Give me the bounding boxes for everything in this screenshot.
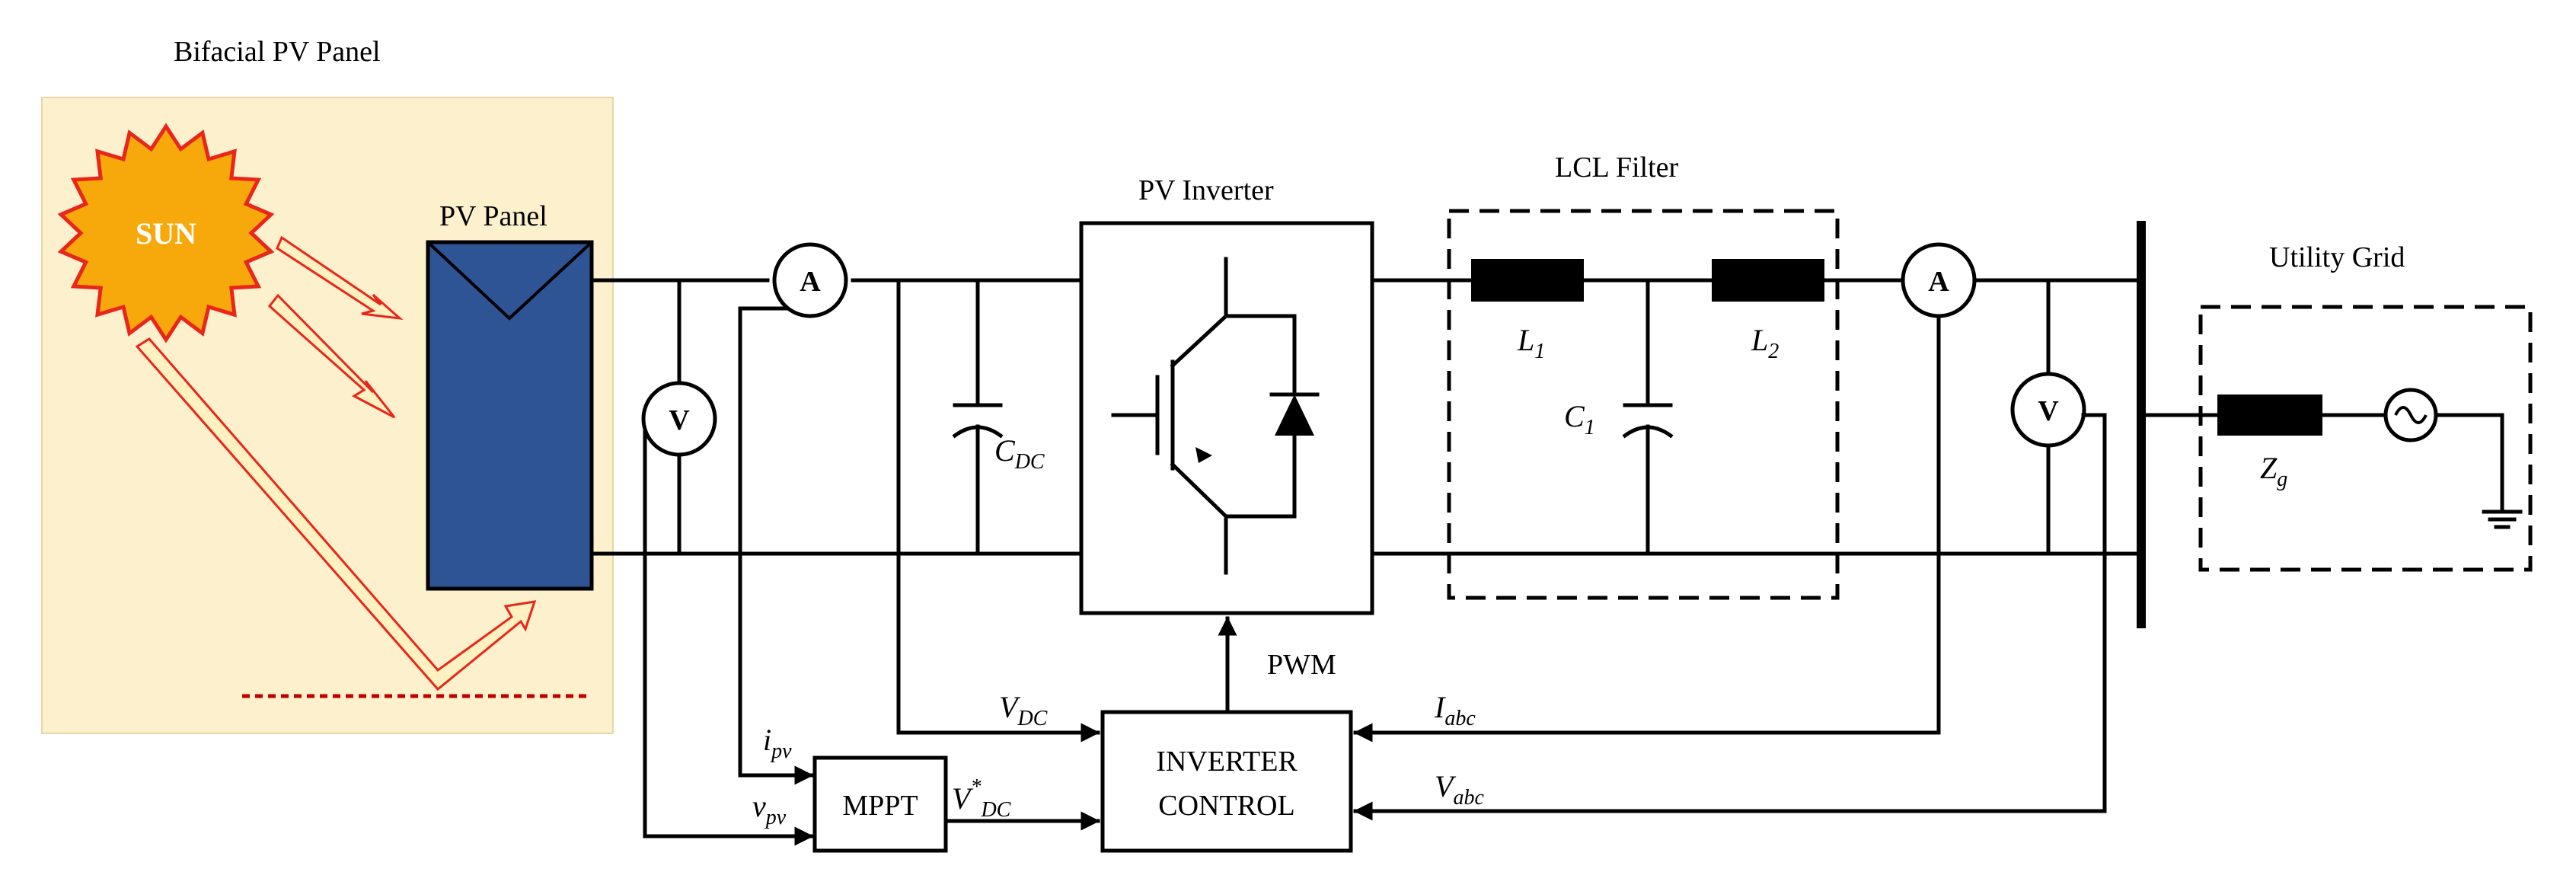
mppt-label: MPPT [842,790,918,822]
ipv-main: i [763,723,771,757]
lcl-filter-box [1447,209,1840,600]
iabc-sub: abc [1444,707,1476,730]
iabc-main: I [1434,690,1446,724]
pwm-label: PWM [1267,649,1336,681]
utility-grid-label: Utility Grid [2269,241,2405,273]
svg-text:V*DC: V*DC [952,775,1011,822]
svg-text:CDC: CDC [994,433,1045,474]
c1-sub: 1 [1585,416,1595,439]
ac-source-icon [2383,388,2504,514]
ammeter-1-label: A [800,266,821,298]
pv-panel-label: PV Panel [439,200,547,232]
ground-icon [2482,509,2523,529]
l1-main: L [1517,323,1534,357]
svg-text:Vabc: Vabc [1435,769,1484,810]
sun-label: SUN [136,216,196,251]
capacitor-icon: C1 [1564,399,1674,439]
control-wiring [643,306,2107,846]
cdc-main: C [994,433,1016,468]
svg-text:Zg: Zg [2260,451,2287,491]
ray-arrow-2 [267,293,396,419]
inverter-control-box [1100,710,1353,853]
inductor-icon: L1 [1471,259,1584,363]
ray-arrow-1 [276,235,404,321]
voltmeter-2: V [2010,372,2086,448]
ammeter-2-label: A [1928,266,1949,298]
sun-icon: SUN [57,123,275,343]
utility-grid-box [2198,305,2533,572]
pv-inverter-label: PV Inverter [1138,174,1274,206]
inductor-2: L2 [1712,259,1824,363]
ammeter-icon: A [772,242,848,318]
dc-bus [589,278,1084,735]
vdcref-main: V [952,781,974,816]
voltmeter-2-label: V [2038,395,2059,427]
mppt-box [812,755,948,853]
inverter-control-line1: INVERTER [1156,746,1298,778]
bifacial-pv-panel-title: Bifacial PV Panel [174,36,381,68]
svg-text:C1: C1 [1564,399,1595,439]
svg-text:ipv: ipv [763,723,792,763]
igbt-icon [1111,257,1297,575]
vpv-sub: pv [765,806,787,829]
vabc-sub: abc [1453,786,1484,810]
sun-rays [135,235,537,692]
capacitor-dc: CDC [952,403,1045,474]
vdc-sub: DC [1017,707,1047,730]
grid-impedance: Zg [2139,394,2387,491]
l2-main: L [1751,323,1768,357]
ipv-sub: pv [770,739,792,763]
vdcref-sup: * [970,775,981,799]
inverter-control-line2: CONTROL [1158,790,1294,822]
l2-sub: 2 [1768,340,1779,363]
diode-icon [1269,314,1320,519]
ac-bus [1370,278,2143,556]
ammeter-2: A [1901,242,1977,318]
vabc-main: V [1435,769,1457,803]
lcl-filter-label: LCL Filter [1555,152,1679,184]
voltmeter-icon: V [641,381,717,457]
ray-arrow-3 [135,337,537,692]
voltmeter-1-label: V [669,404,690,436]
svg-text:Iabc: Iabc [1434,690,1476,730]
pv-panel-icon [426,240,594,591]
l1-sub: 1 [1534,340,1545,363]
vpv-main: v [752,789,766,823]
svg-text:L1: L1 [1517,323,1545,363]
svg-text:vpv: vpv [752,789,787,829]
zg-main: Z [2260,451,2278,485]
cdc-sub: DC [1014,450,1045,474]
vdc-main: V [999,690,1021,724]
c1-main: C [1564,399,1585,433]
svg-text:L2: L2 [1751,323,1779,363]
vdcref-sub: DC [980,798,1010,822]
svg-text:VDC: VDC [999,690,1048,730]
zg-sub: g [2277,468,2287,491]
